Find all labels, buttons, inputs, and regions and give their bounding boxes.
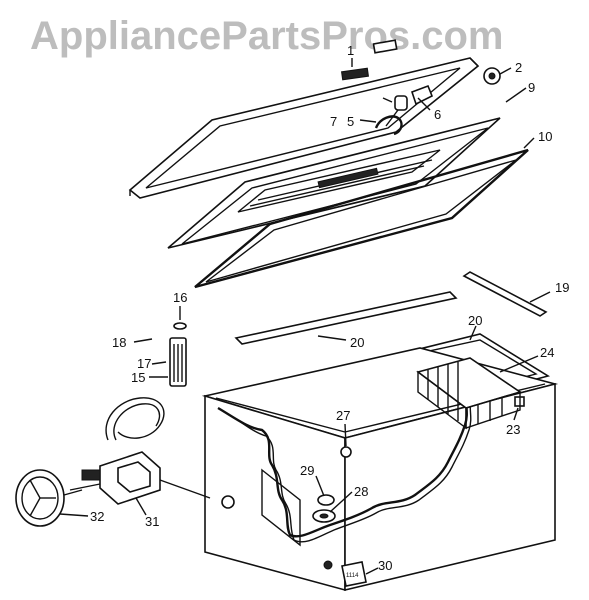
callout-23: 23 <box>506 422 520 437</box>
callout-16: 16 <box>173 290 187 305</box>
callout-18: 18 <box>112 335 126 350</box>
handle-cap <box>372 39 398 54</box>
callout-9: 9 <box>528 80 535 95</box>
rating-tag-text: 1114 <box>346 573 359 579</box>
trim-strip-19 <box>462 271 548 317</box>
lock-cylinder <box>483 67 501 85</box>
lid-liner <box>167 117 501 249</box>
callout-27: 27 <box>336 408 350 423</box>
callout-24: 24 <box>540 345 554 360</box>
thermostat-assembly <box>169 322 187 387</box>
callout-32: 32 <box>90 509 104 524</box>
side-grommet <box>221 495 235 509</box>
callout-29: 29 <box>300 463 314 478</box>
callout-7: 7 <box>330 114 337 129</box>
callout-20-upper: 20 <box>350 335 364 350</box>
site-watermark: AppliancePartsPros.com <box>30 14 504 58</box>
lid <box>128 39 480 199</box>
cabinet <box>201 347 559 592</box>
breaker-strip-upper <box>234 291 458 345</box>
leader-lines <box>59 58 551 575</box>
callout-28: 28 <box>354 484 368 499</box>
lid-handle <box>341 67 369 81</box>
callout-17: 17 <box>137 356 151 371</box>
callout-30: 30 <box>378 558 392 573</box>
callout-labels: 1 2 5 6 7 9 10 15 16 17 18 19 20 20 23 2… <box>90 43 569 573</box>
callout-2: 2 <box>515 60 522 75</box>
rating-tag: 1114 <box>341 561 367 587</box>
lock-assembly <box>374 84 434 136</box>
callout-1: 1 <box>347 43 354 58</box>
drain-fittings <box>312 494 336 523</box>
callout-10: 10 <box>538 129 552 144</box>
lid-gasket <box>194 148 529 289</box>
compressor-assembly <box>69 397 211 505</box>
callout-5: 5 <box>347 114 354 129</box>
drain-plug <box>340 446 352 458</box>
callout-6: 6 <box>434 107 441 122</box>
fan-blade <box>15 469 83 527</box>
callout-15: 15 <box>131 370 145 385</box>
callout-19: 19 <box>555 280 569 295</box>
callout-31: 31 <box>145 514 159 529</box>
wire-basket <box>416 357 522 430</box>
callout-20-lower: 20 <box>468 313 482 328</box>
